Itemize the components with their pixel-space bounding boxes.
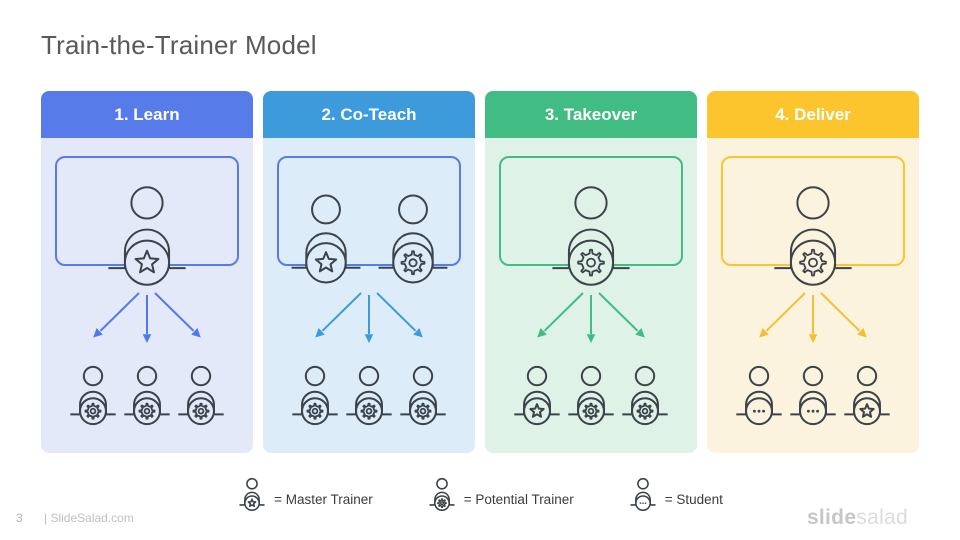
column-co-teach-body — [263, 138, 475, 453]
column-deliver-header: 4. Deliver — [707, 91, 919, 138]
trainer-group — [485, 156, 697, 293]
page-title: Train-the-Trainer Model — [41, 30, 317, 60]
site-link: | SlideSalad.com — [44, 511, 134, 525]
person-gear-icon — [618, 362, 672, 429]
students-row — [41, 362, 253, 429]
columns: 1. Learn 2. Co-Teach 3. Takeover — [41, 91, 919, 453]
person-star-icon — [237, 476, 267, 513]
fan-arrows — [485, 290, 697, 348]
column-deliver-body — [707, 138, 919, 453]
column-takeover-header: 3. Takeover — [485, 91, 697, 138]
person-gear-icon — [66, 362, 120, 429]
person-star-icon — [510, 362, 564, 429]
person-gear-icon — [342, 362, 396, 429]
trainer-group — [41, 156, 253, 293]
legend-label: = Student — [664, 492, 723, 507]
column-learn: 1. Learn — [41, 91, 253, 453]
students-row — [707, 362, 919, 429]
column-co-teach-header: 2. Co-Teach — [263, 91, 475, 138]
trainer-group — [263, 156, 475, 290]
column-co-teach: 2. Co-Teach — [263, 91, 475, 453]
person-star-icon — [101, 179, 193, 293]
person-star-icon — [840, 362, 894, 429]
person-gear-icon — [427, 476, 457, 513]
legend-label: = Master Trainer — [274, 492, 373, 507]
page-number: 3 — [16, 511, 23, 525]
fan-arrows — [707, 290, 919, 348]
column-learn-body — [41, 138, 253, 453]
legend: = Master Trainer = Potential Trainer = S… — [0, 476, 960, 513]
person-gear-icon — [545, 179, 637, 293]
person-dots-icon — [628, 476, 658, 513]
person-dots-icon — [786, 362, 840, 429]
legend-item-potential-trainer: = Potential Trainer — [427, 476, 574, 513]
person-gear-icon — [372, 188, 454, 290]
person-dots-icon — [732, 362, 786, 429]
students-row — [263, 362, 475, 429]
column-learn-header: 1. Learn — [41, 91, 253, 138]
legend-item-student: = Student — [628, 476, 723, 513]
person-gear-icon — [120, 362, 174, 429]
logo-bold-part: slide — [806, 506, 857, 529]
column-deliver: 4. Deliver — [707, 91, 919, 453]
legend-item-master-trainer: = Master Trainer — [237, 476, 373, 513]
legend-label: = Potential Trainer — [463, 492, 574, 507]
column-takeover: 3. Takeover — [485, 91, 697, 453]
person-star-icon — [285, 188, 367, 290]
trainer-group — [707, 156, 919, 293]
fan-arrows — [263, 290, 475, 348]
person-gear-icon — [767, 179, 859, 293]
students-row — [485, 362, 697, 429]
person-gear-icon — [396, 362, 450, 429]
person-gear-icon — [288, 362, 342, 429]
slidesalad-logo: slidesalad — [807, 506, 908, 530]
person-gear-icon — [564, 362, 618, 429]
trainer-box — [277, 156, 461, 266]
column-takeover-body — [485, 138, 697, 453]
person-gear-icon — [174, 362, 228, 429]
logo-light-part: salad — [856, 506, 908, 529]
fan-arrows — [41, 290, 253, 348]
